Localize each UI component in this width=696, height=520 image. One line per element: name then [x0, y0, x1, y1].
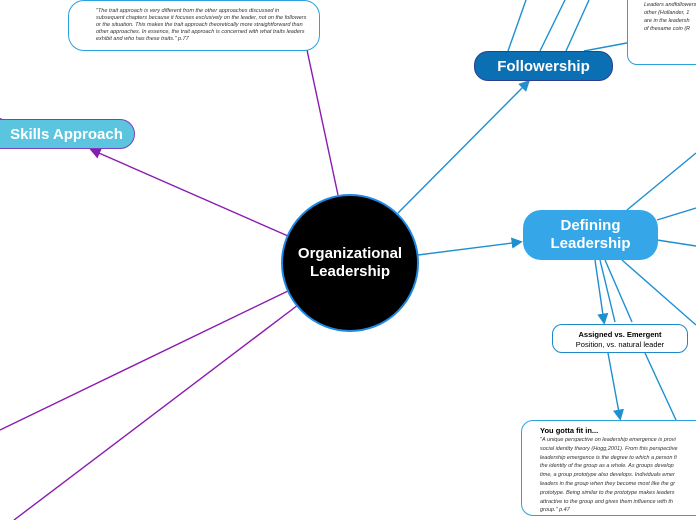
link-defining-right — [656, 239, 696, 247]
followership-quote-line: Leaders andfollowers — [644, 2, 696, 8]
fit-in-title: You gotta fit in... — [540, 426, 599, 435]
skills-approach-node[interactable]: Skills Approach — [0, 119, 135, 149]
fit-in-line: leadership emergence is the degree to wh… — [540, 454, 677, 461]
link-followership-to-quote — [583, 41, 633, 52]
assigned-vs-emergent-subtitle: Position, vs. natural leader — [575, 340, 665, 349]
link-defining-to-assigned-1 — [594, 259, 609, 325]
link-assigned-to-offscreen — [644, 352, 677, 421]
link-defining-to-assigned-3 — [604, 259, 633, 323]
fit-in-line: group." p.47 — [540, 507, 570, 514]
link-defining-to-assigned-2 — [599, 259, 616, 323]
fit-in-line: "A unique perspective on leadership emer… — [540, 437, 676, 443]
link-followership-up-1 — [507, 0, 527, 52]
link-followership-up-2 — [539, 0, 566, 52]
followership-quote-note[interactable]: Leaders andfollowers other (Hollander, 1… — [627, 0, 696, 65]
followership-quote-line: are in the leadersh — [644, 18, 690, 24]
link-central-to-followership — [397, 80, 530, 214]
followership-node[interactable]: Followership — [474, 51, 613, 81]
fit-in-line: the identity of the group as a whole. As… — [540, 463, 674, 470]
trait-approach-quote-note[interactable]: "The trait approach is very different fr… — [68, 0, 320, 51]
followership-quote-line: other (Hollander, 1 — [644, 10, 690, 16]
fit-in-line: time, a group prototype also develops. I… — [540, 472, 675, 479]
fit-in-line: social identity theory (Hogg,2001). From… — [540, 445, 678, 452]
defining-leadership-label: Defining Leadership — [550, 217, 631, 252]
followership-label: Followership — [497, 57, 590, 75]
link-defining-down-right — [621, 259, 696, 326]
fit-in-line: prototype. Being similar to the prototyp… — [540, 489, 675, 496]
fit-in-line: leaders in the group when they become mo… — [540, 480, 676, 487]
skills-approach-label: Skills Approach — [10, 125, 123, 143]
trait-approach-quote-text: "The trait approach is very different fr… — [96, 8, 307, 42]
assigned-vs-emergent-node[interactable]: Assigned vs. Emergent Position, vs. natu… — [552, 324, 688, 353]
defining-leadership-node[interactable]: Defining Leadership — [523, 210, 658, 260]
link-assigned-to-fitin — [607, 352, 624, 421]
link-central-to-offscreen-left-1 — [0, 289, 291, 431]
fit-in-line: attractive to the group and gives them i… — [540, 498, 673, 505]
link-defining-up-2 — [656, 207, 696, 221]
fit-in-note[interactable]: You gotta fit in... "A unique perspectiv… — [521, 420, 696, 516]
central-topic-node[interactable]: Organizational Leadership — [281, 194, 419, 332]
link-central-to-defining — [417, 237, 523, 256]
link-central-to-skills — [89, 148, 289, 237]
link-central-to-offscreen-left-2 — [13, 304, 299, 520]
followership-quote-line: of thesame coin (R — [644, 26, 691, 32]
assigned-vs-emergent-title: Assigned vs. Emergent — [578, 330, 662, 339]
central-topic-label: Organizational Leadership — [297, 245, 403, 280]
link-central-to-trait-quote — [306, 49, 339, 196]
link-defining-up-1 — [626, 152, 696, 211]
link-followership-up-3 — [565, 0, 590, 52]
